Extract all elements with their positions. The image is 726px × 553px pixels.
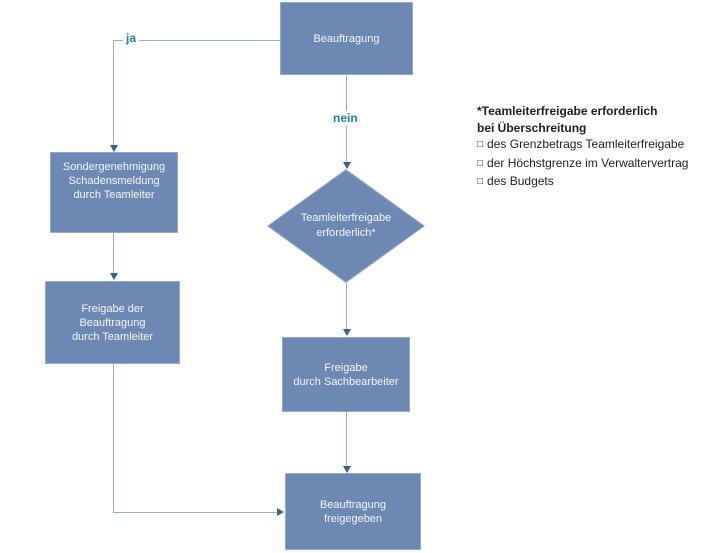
- node-freigabe-sachbearbeiter-line2: durch Sachbearbeiter: [293, 375, 399, 388]
- edge-label-nein: nein: [330, 111, 361, 125]
- connector-yes-horizontal: [113, 40, 280, 41]
- arrowhead-into-released-left: [277, 508, 284, 516]
- node-decision-line1: Teamleiterfreigabe: [300, 212, 392, 224]
- annotation-item-2-text: der Höchstgrenze im Verwaltervertrag: [487, 155, 689, 170]
- checkbox-icon: □: [477, 176, 484, 187]
- node-freigabe-teamleiter: Freigabe der Beauftragung durch Teamleit…: [45, 281, 180, 364]
- node-beauftragung: Beauftragung: [280, 2, 413, 75]
- arrowhead-into-decision: [343, 162, 351, 169]
- checkbox-icon: □: [477, 139, 484, 150]
- annotation-title-line1: *Teamleiterfreigabe erforderlich: [477, 104, 658, 118]
- node-decision-line2: erforderlich*: [316, 227, 376, 239]
- node-decision-teamleiterfreigabe: Teamleiterfreigabe erforderlich*: [267, 169, 425, 283]
- annotation-block: *Teamleiterfreigabe erforderlich bei Übe…: [477, 103, 688, 192]
- annotation-item-1: □des Grenzbetrags Teamleiterfreigabe: [477, 136, 688, 155]
- annotation-title-line2: bei Überschreitung: [477, 120, 587, 135]
- connector-teamlead-down: [113, 364, 114, 512]
- arrowhead-into-teamlead-release: [110, 273, 118, 280]
- node-freigabe-teamleiter-line2: Beauftragung: [79, 316, 146, 329]
- connector-teamlead-to-released: [113, 512, 278, 513]
- node-decision-inner: Teamleiterfreigabe erforderlich*: [268, 170, 424, 282]
- node-sondergenehmigung-line3: durch Teamleiter: [73, 189, 155, 201]
- arrowhead-into-special-approval: [110, 145, 118, 152]
- node-beauftragung-freigegeben-line2: freigegeben: [323, 512, 383, 525]
- node-freigabe-sachbearbeiter: Freigabe durch Sachbearbeiter: [282, 337, 410, 412]
- node-freigabe-sachbearbeiter-line1: Freigabe: [324, 361, 368, 374]
- node-freigabe-teamleiter-line1: Freigabe der: [81, 302, 144, 315]
- connector-yes-vertical: [113, 40, 114, 146]
- node-beauftragung-freigegeben: Beauftragung freigegeben: [285, 473, 421, 550]
- node-sondergenehmigung: Sondergenehmigung Schadensmeldung durch …: [50, 152, 178, 233]
- arrowhead-into-clerk-release: [343, 329, 351, 336]
- node-beauftragung-freigegeben-line1: Beauftragung: [319, 498, 387, 511]
- connector-special-to-teamlead: [113, 233, 114, 274]
- annotation-item-3-text: des Budgets: [487, 174, 554, 188]
- checkbox-icon: □: [477, 157, 484, 169]
- node-freigabe-teamleiter-line3: durch Teamleiter: [71, 330, 154, 343]
- edge-label-ja: ja: [123, 31, 140, 45]
- arrowhead-into-released-top: [343, 466, 351, 473]
- node-beauftragung-label: Beauftragung: [313, 32, 380, 45]
- connector-clerk-to-released: [346, 412, 347, 467]
- connector-decision-to-clerk: [346, 283, 347, 330]
- annotation-item-2: □der Höchstgrenze im Verwaltervertrag: [477, 155, 688, 174]
- annotation-item-1-text: des Grenzbetrags Teamleiterfreigabe: [487, 137, 685, 151]
- node-sondergenehmigung-line1: Sondergenehmigung: [62, 161, 166, 173]
- annotation-item-3: □des Budgets: [477, 173, 688, 192]
- node-sondergenehmigung-line2: Schadensmeldung: [68, 175, 160, 187]
